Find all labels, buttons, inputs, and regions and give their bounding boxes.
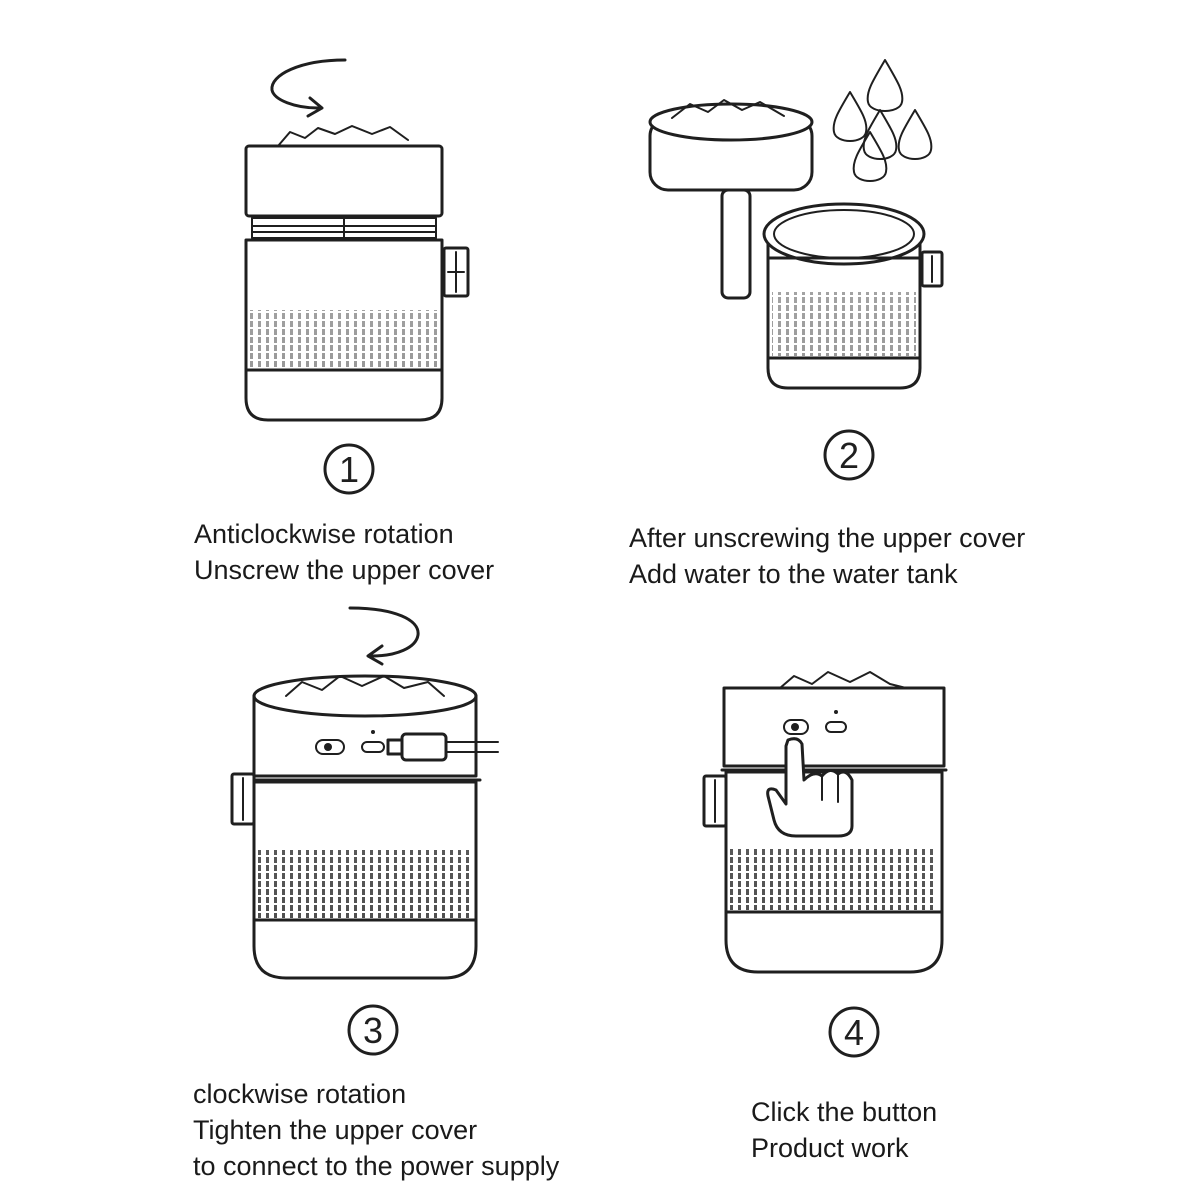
step-2-illustration: 2 [648,59,944,481]
upper-cover [244,144,444,218]
caption-line: to connect to the power supply [193,1151,560,1181]
power-cable-icon [386,732,499,762]
power-switch[interactable] [783,719,809,735]
step-4-number: 4 [844,1012,864,1053]
usb-port[interactable] [361,741,385,753]
rotation-arrow-icon [348,606,420,666]
step-4-illustration: 4 [702,671,948,1058]
step-3-illustration: 3 [230,606,499,1056]
power-switch[interactable] [315,739,345,755]
caption-line: Click the button [751,1097,938,1127]
usb-port[interactable] [825,721,847,733]
step-2-caption: After unscrewing the upper cover Add wat… [629,520,1025,592]
caption-line: Tighten the upper cover [193,1115,478,1145]
upper-cover [722,686,946,768]
step-4-caption: Click the button Product work [751,1094,937,1166]
step-3-caption: clockwise rotation Tighten the upper cov… [193,1076,559,1184]
step-3-number: 3 [363,1010,383,1051]
caption-line: Anticlockwise rotation [194,519,454,549]
caption-line: clockwise rotation [193,1079,407,1109]
caption-line: Add water to the water tank [629,559,958,589]
caption-line: Unscrew the upper cover [194,555,495,585]
caption-line: Product work [751,1133,909,1163]
pointing-hand-icon [766,737,854,838]
step-1-illustration: 1 [244,58,470,495]
salt-rock-top [277,125,409,147]
step-1-caption: Anticlockwise rotation Unscrew the upper… [194,516,494,588]
step-1-number: 1 [339,449,359,490]
caption-line: After unscrewing the upper cover [629,523,1026,553]
step-2-number: 2 [839,435,859,476]
cotton-wick [720,188,752,300]
water-drop-icon [832,59,933,182]
rotation-arrow-icon [270,58,347,118]
